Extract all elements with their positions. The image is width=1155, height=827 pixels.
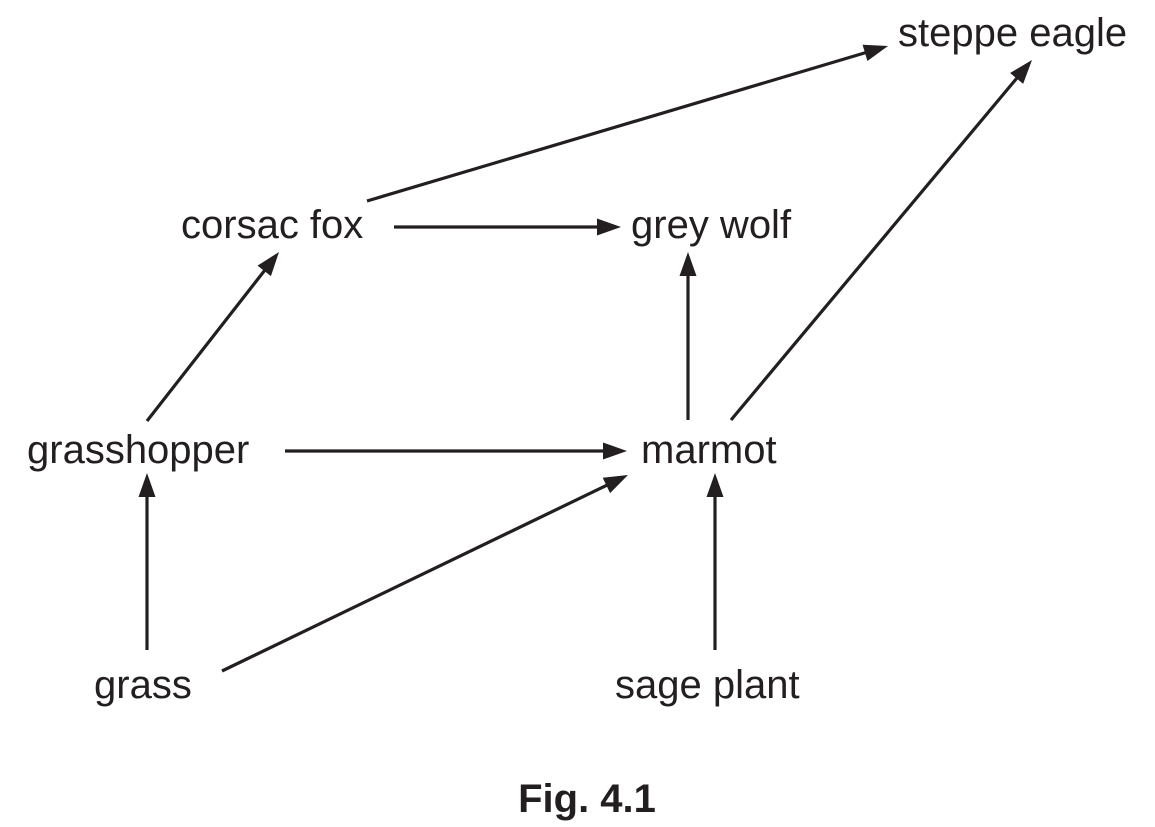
edge-corsac-fox-to-grey-wolf <box>394 218 621 236</box>
edge-grasshopper-to-corsac-fox <box>145 252 279 422</box>
edge-grass-to-marmot <box>221 475 628 673</box>
arrowhead-icon <box>597 218 621 236</box>
node-grasshopper: grasshopper <box>27 428 249 472</box>
figure-caption: Fig. 4.1 <box>518 777 656 821</box>
arrowhead-icon <box>862 44 888 61</box>
node-grass: grass <box>94 663 192 707</box>
edge-line <box>221 483 609 673</box>
arrowhead-icon <box>679 252 697 276</box>
arrowhead-icon <box>138 473 156 497</box>
node-sage-plant: sage plant <box>615 663 800 707</box>
nodes-layer: steppe eagle corsac fox grey wolf grassh… <box>27 11 1127 707</box>
edge-marmot-to-steppe-eagle <box>729 60 1032 422</box>
arrowhead-icon <box>603 442 627 460</box>
arrowhead-icon <box>1010 60 1032 84</box>
arrowhead-icon <box>602 475 628 494</box>
edge-line <box>729 75 1020 422</box>
node-grey-wolf: grey wolf <box>631 203 792 247</box>
arrowhead-icon <box>706 473 724 497</box>
edge-sage-plant-to-marmot <box>706 473 724 650</box>
edge-line <box>145 268 267 422</box>
node-marmot: marmot <box>641 428 777 472</box>
edges-layer <box>138 44 1032 673</box>
edge-line <box>366 50 868 203</box>
edge-grass-to-grasshopper <box>138 473 156 650</box>
edge-corsac-fox-to-steppe-eagle <box>366 44 888 203</box>
edge-grasshopper-to-marmot <box>285 442 627 460</box>
arrowhead-icon <box>257 252 279 277</box>
edge-marmot-to-grey-wolf <box>679 252 697 420</box>
node-corsac-fox: corsac fox <box>181 203 363 247</box>
node-steppe-eagle: steppe eagle <box>898 11 1127 55</box>
